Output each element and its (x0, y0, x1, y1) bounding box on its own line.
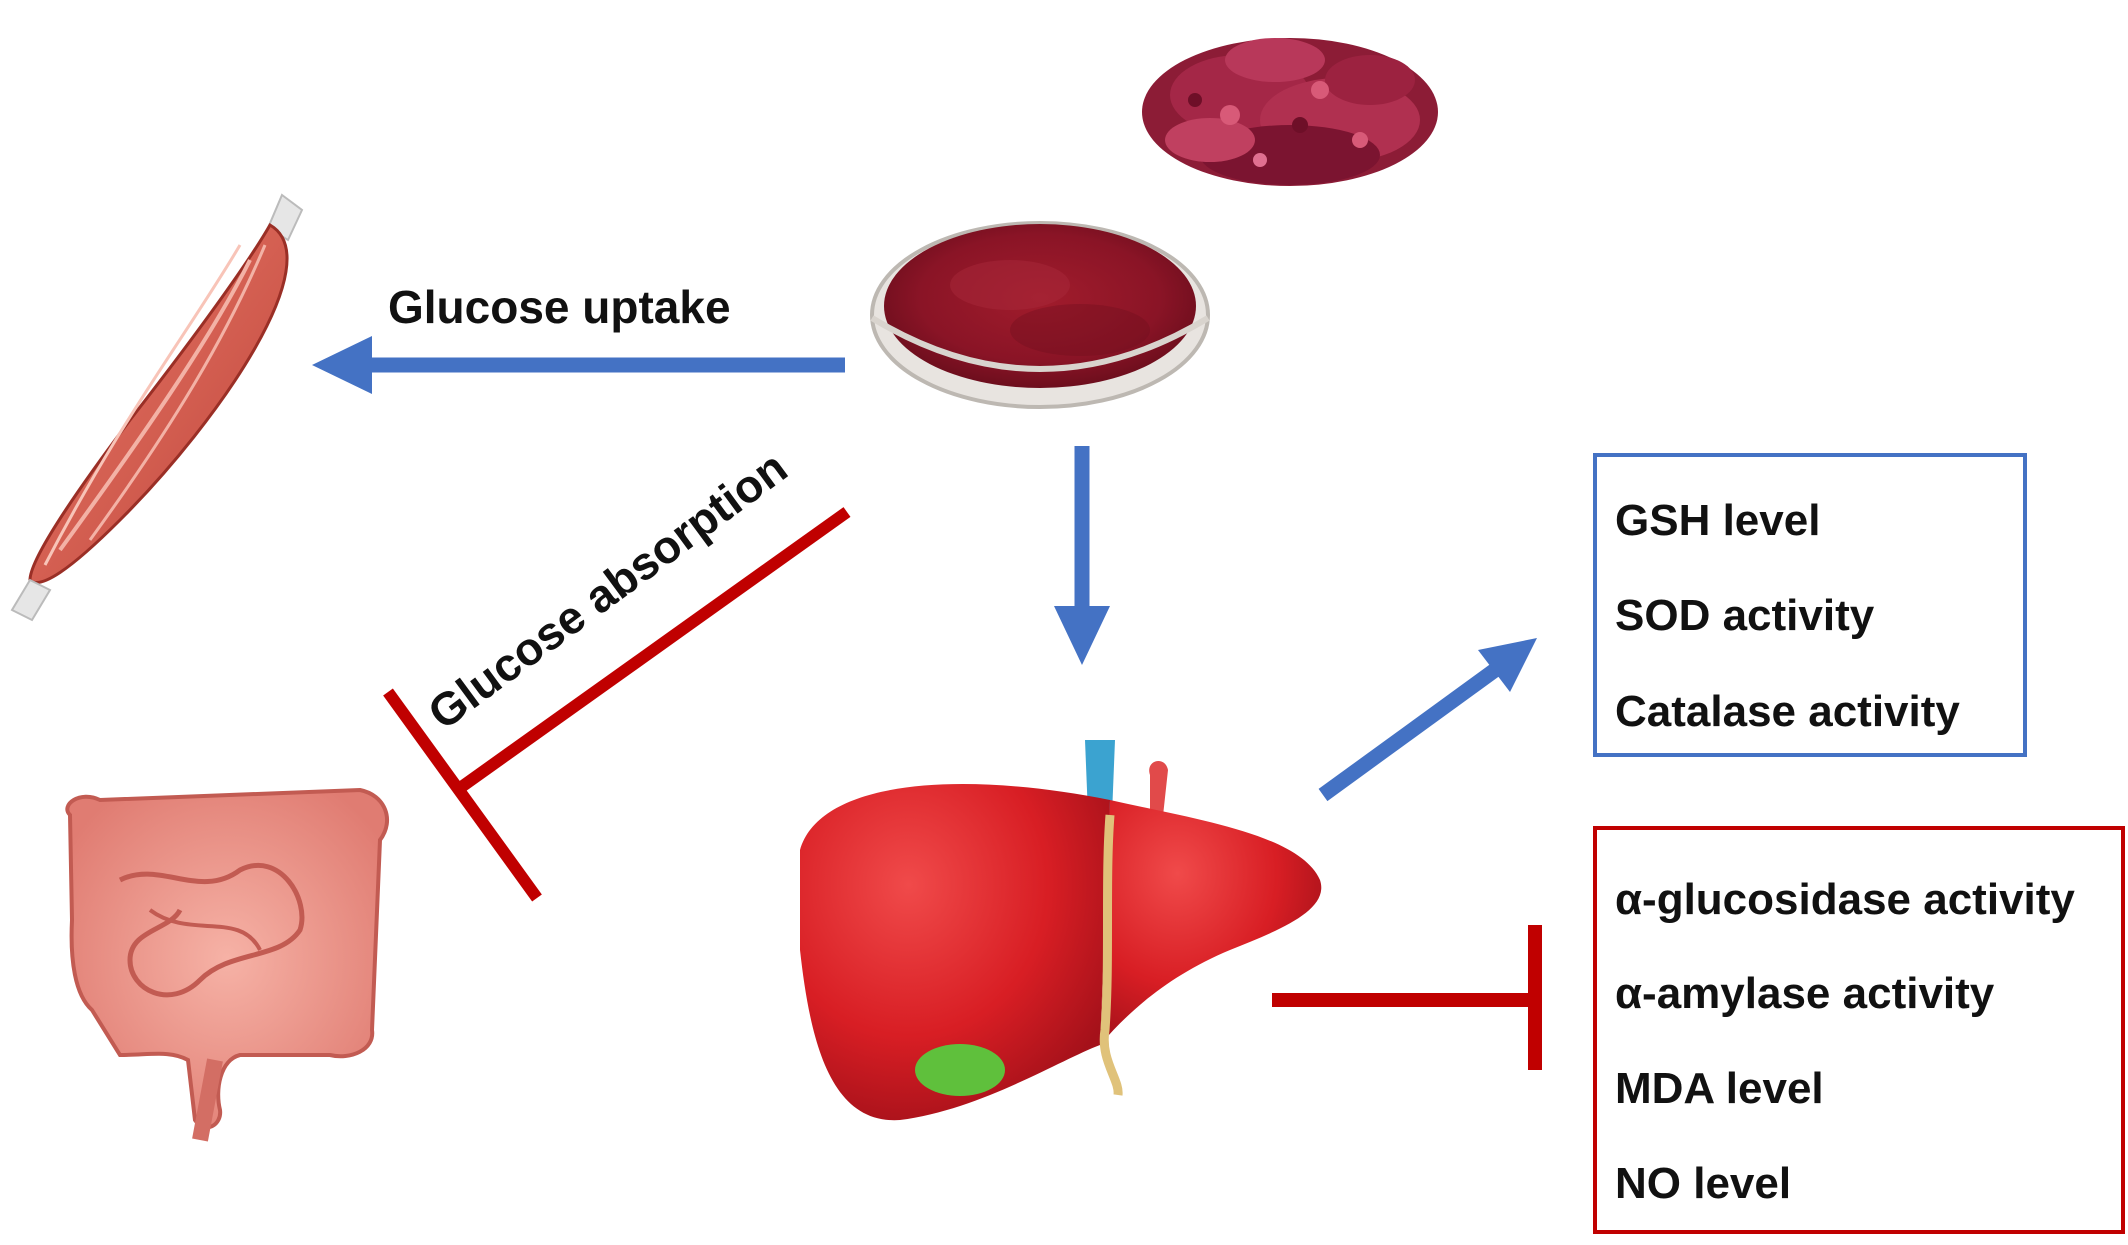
intestine-illustration (65, 787, 390, 1142)
hibiscus-powder-petri-dish-illustration (870, 221, 1210, 409)
glucose-uptake-arrow (312, 336, 845, 394)
muscle-illustration (10, 193, 304, 622)
marker-alpha-glucosidase-activity: α-glucosidase activity (1615, 875, 2075, 924)
powder-to-liver-arrow (1054, 446, 1110, 665)
marker-alpha-amylase-activity: α-amylase activity (1615, 969, 1995, 1018)
glucose-absorption-inhibition (383, 507, 851, 902)
liver-illustration (800, 740, 1322, 1121)
increased-markers-box: GSH level SOD activity Catalase activity (1593, 453, 2027, 757)
dried-hibiscus-flowers-illustration (1142, 38, 1438, 186)
decreased-markers-box: α-glucosidase activity α-amylase activit… (1593, 826, 2125, 1234)
marker-gsh-level: GSH level (1615, 496, 1821, 545)
liver-to-increased-markers-arrow (1318, 638, 1537, 802)
glucose-uptake-label: Glucose uptake (388, 281, 731, 333)
marker-catalase-activity: Catalase activity (1615, 687, 1960, 736)
marker-mda-level: MDA level (1615, 1064, 1824, 1113)
marker-no-level: NO level (1615, 1159, 1792, 1208)
liver-inhibits-decreased-markers (1272, 925, 1542, 1070)
marker-sod-activity: SOD activity (1615, 591, 1875, 640)
